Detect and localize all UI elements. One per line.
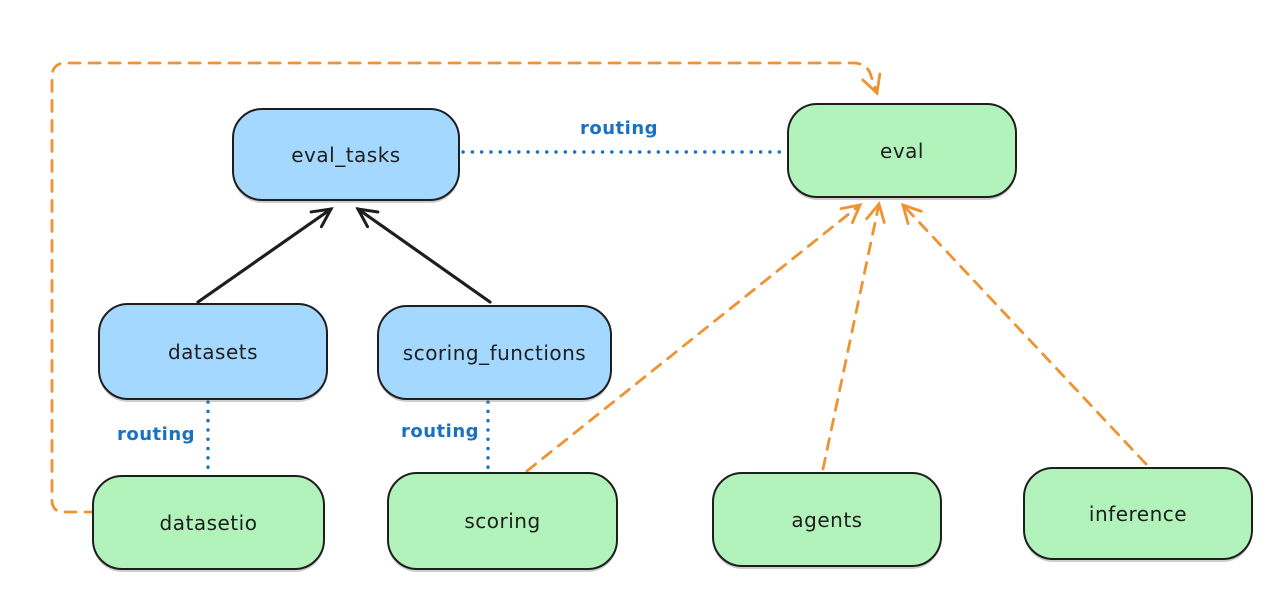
edge-label-routing-datasets-datasetio: routing: [116, 424, 196, 445]
edge-datasetio-eval: [50, 61, 882, 514]
node-eval-tasks-label: eval_tasks: [291, 142, 401, 167]
node-inference: inference: [1023, 467, 1253, 560]
edge-scoring-functions-eval-tasks: [355, 207, 492, 304]
node-eval-tasks: eval_tasks: [232, 108, 460, 201]
node-datasets: datasets: [98, 303, 328, 400]
edge-datasets-eval-tasks: [196, 207, 334, 304]
edge-label-routing-scoring-functions-scoring: routing: [400, 421, 480, 442]
node-scoring-label: scoring: [464, 509, 541, 533]
node-scoring-functions: scoring_functions: [377, 305, 612, 400]
node-eval-label: eval: [880, 138, 924, 163]
node-datasetio-label: datasetio: [159, 510, 258, 535]
node-eval: eval: [787, 103, 1017, 198]
node-inference-label: inference: [1088, 501, 1188, 526]
edge-agents-eval: [821, 201, 886, 471]
node-datasets-label: datasets: [167, 339, 259, 364]
node-agents-label: agents: [791, 507, 863, 532]
edge-scoring-eval: [525, 203, 863, 473]
edge-label-routing-eval-tasks-eval: routing: [579, 118, 659, 139]
node-datasetio: datasetio: [92, 475, 325, 570]
node-scoring: scoring: [387, 472, 618, 570]
edge-inference-eval: [900, 202, 1148, 466]
node-agents: agents: [712, 472, 942, 567]
node-scoring-functions-label: scoring_functions: [402, 340, 587, 365]
